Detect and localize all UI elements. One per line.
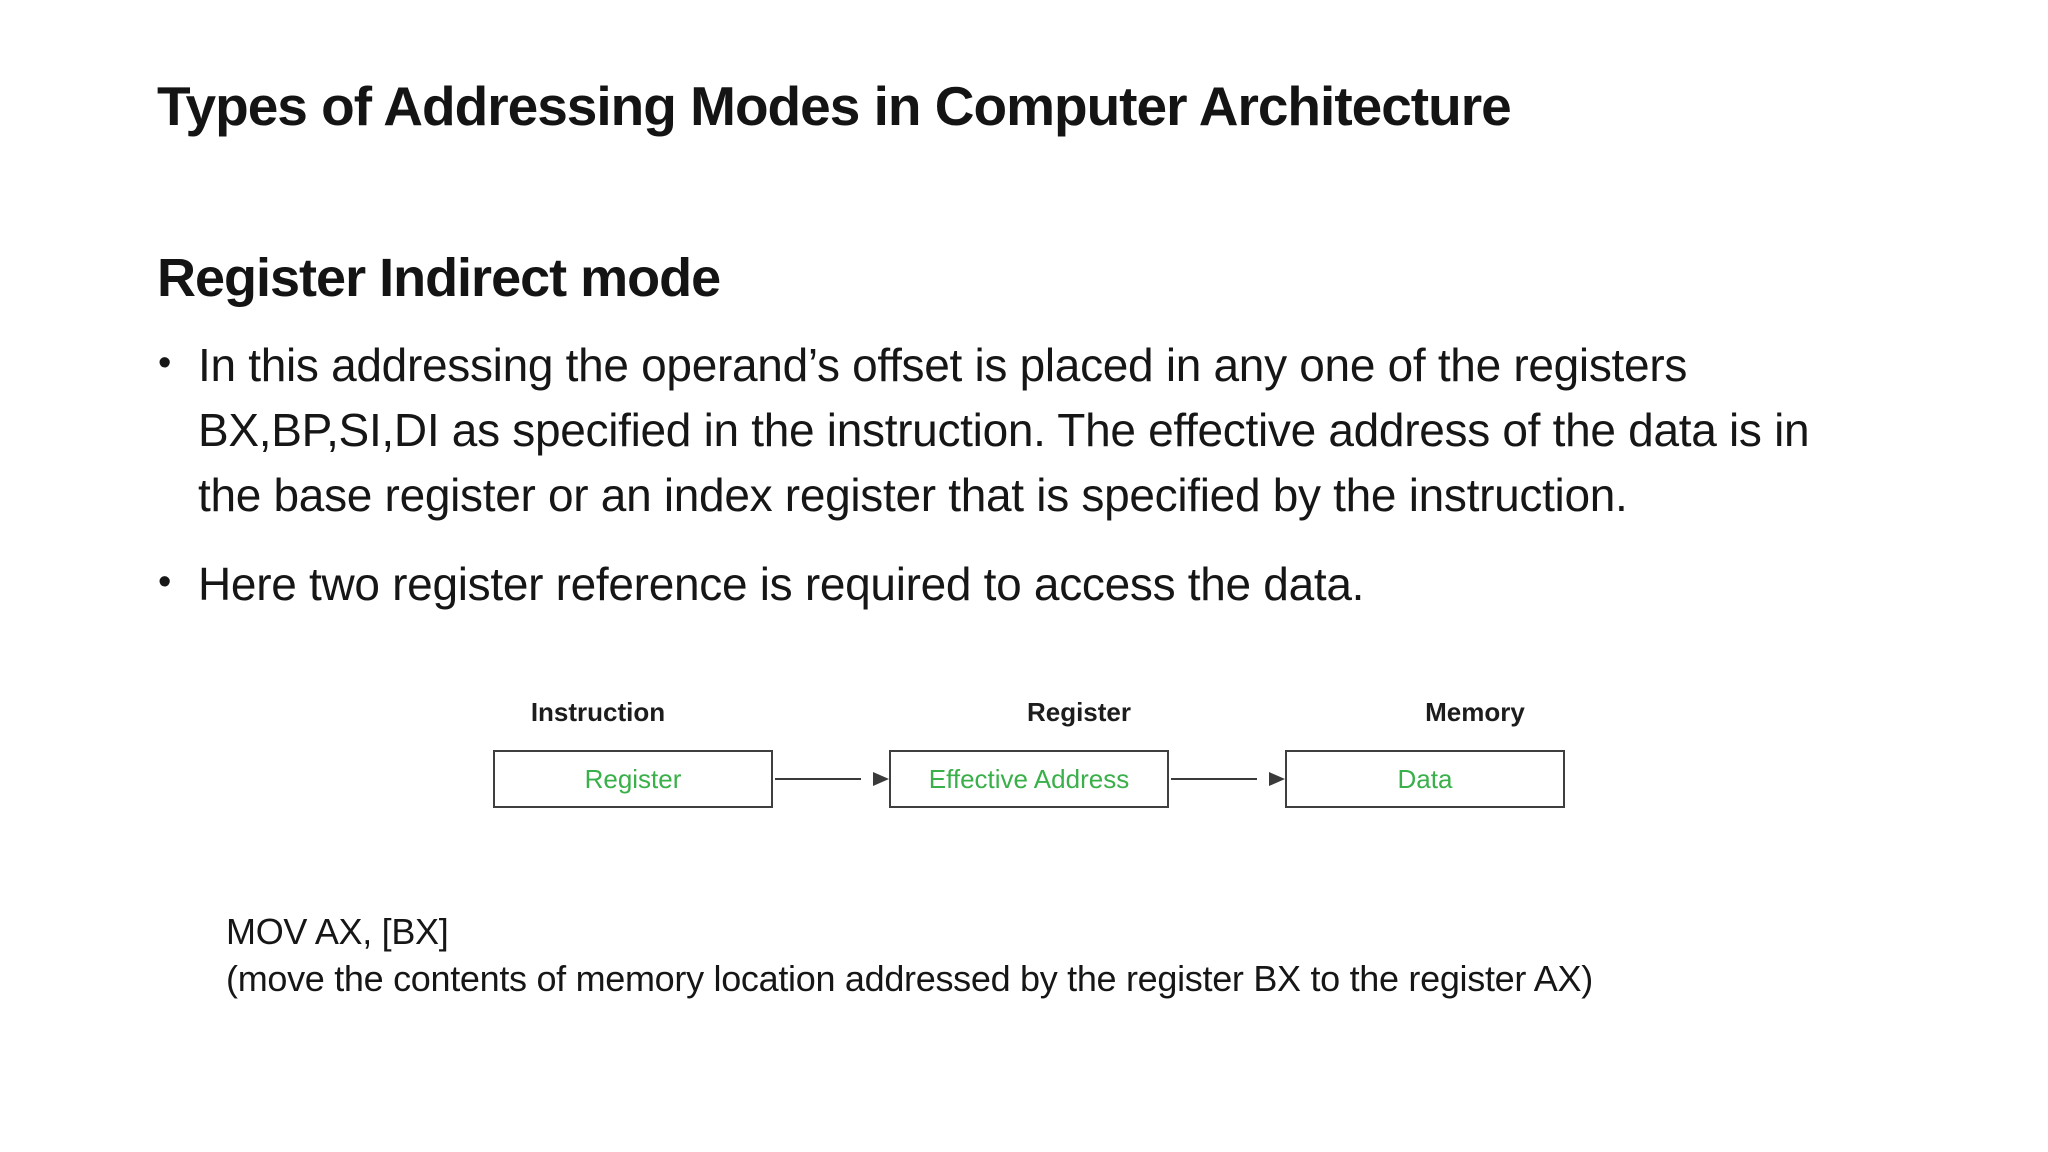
diagram-label-register: Register [1026,697,1132,727]
diagram-box-text-register: Register [584,763,682,794]
diagram-label-memory: Memory [1425,697,1525,727]
diagram-box-instruction: Register [493,750,773,808]
bullet-item-1: • In this addressing the operand’s offse… [158,333,1858,528]
diagram-box-register: Effective Address [889,750,1169,808]
slide-title: Types of Addressing Modes in Computer Ar… [157,75,1512,137]
bullet-list: • In this addressing the operand’s offse… [158,333,1858,617]
arrow-right-icon [873,772,889,786]
example-block: MOV AX, [BX] (move the contents of memor… [226,908,1593,1002]
diagram-box-memory: Data [1285,750,1565,808]
section-heading: Register Indirect mode [157,248,721,308]
example-code: MOV AX, [BX] [226,911,449,952]
example-description: (move the contents of memory location ad… [226,958,1593,999]
diagram-box-text-effective-address: Effective Address [928,763,1130,794]
diagram-label-instruction: Instruction [530,697,666,727]
bullet-text-2: Here two register reference is required … [198,558,1365,610]
arrow-right-icon [1269,772,1285,786]
bullet-text-1: In this addressing the operand’s offset … [198,339,1810,521]
bullet-item-2: • Here two register reference is require… [158,552,1858,617]
bullet-icon: • [158,342,172,384]
arrow-right-icon [1171,778,1257,780]
bullet-icon: • [158,561,172,603]
diagram-box-text-data: Data [1397,763,1453,794]
arrow-right-icon [775,778,861,780]
